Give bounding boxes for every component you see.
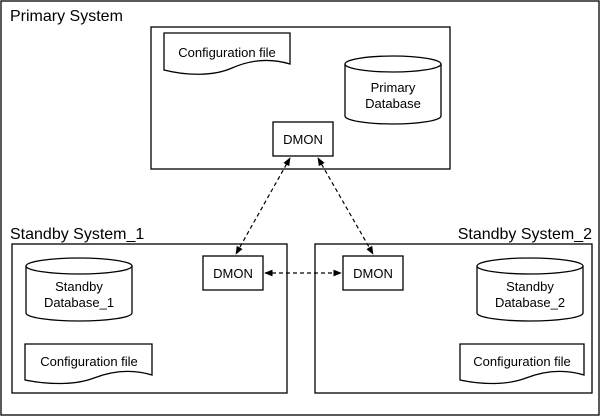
standby-database-2-line2: Database_2 bbox=[495, 295, 565, 310]
standby-2-dmon-label: DMON bbox=[353, 266, 393, 281]
primary-dmon-box bbox=[272, 121, 334, 157]
standby-1-dmon-box bbox=[202, 255, 264, 291]
standby-2-dmon-box bbox=[342, 255, 404, 291]
standby-database-2: Standby Database_2 bbox=[476, 257, 584, 322]
primary-system-box bbox=[150, 26, 451, 170]
standby-system-2-box bbox=[314, 243, 593, 394]
primary-database-line2: Database bbox=[365, 96, 421, 111]
connector-primary-standby2 bbox=[317, 157, 374, 255]
standby-1-config-file-label: Configuration file bbox=[40, 354, 138, 369]
standby-database-1-line2: Database_1 bbox=[44, 295, 114, 310]
primary-database: Primary Database bbox=[344, 55, 442, 125]
standby-database-2-line1: Standby bbox=[506, 279, 554, 294]
standby-system-2-title: Standby System_2 bbox=[458, 226, 592, 243]
standby-1-dmon-label: DMON bbox=[213, 266, 253, 281]
standby-1-config-file: Configuration file bbox=[24, 343, 153, 385]
primary-system-title: Primary System bbox=[10, 8, 123, 25]
standby-system-1-box bbox=[11, 243, 288, 394]
standby-2-config-file-label: Configuration file bbox=[473, 354, 571, 369]
primary-config-file-label: Configuration file bbox=[178, 45, 276, 60]
standby-2-config-file: Configuration file bbox=[459, 343, 585, 385]
primary-dmon-label: DMON bbox=[283, 132, 323, 147]
primary-config-file: Configuration file bbox=[163, 32, 291, 75]
primary-database-line1: Primary bbox=[371, 80, 416, 95]
standby-database-1-line1: Standby bbox=[55, 279, 103, 294]
standby-system-1-title: Standby System_1 bbox=[10, 226, 144, 243]
connector-primary-standby1 bbox=[235, 157, 291, 255]
standby-database-1: Standby Database_1 bbox=[25, 257, 133, 322]
